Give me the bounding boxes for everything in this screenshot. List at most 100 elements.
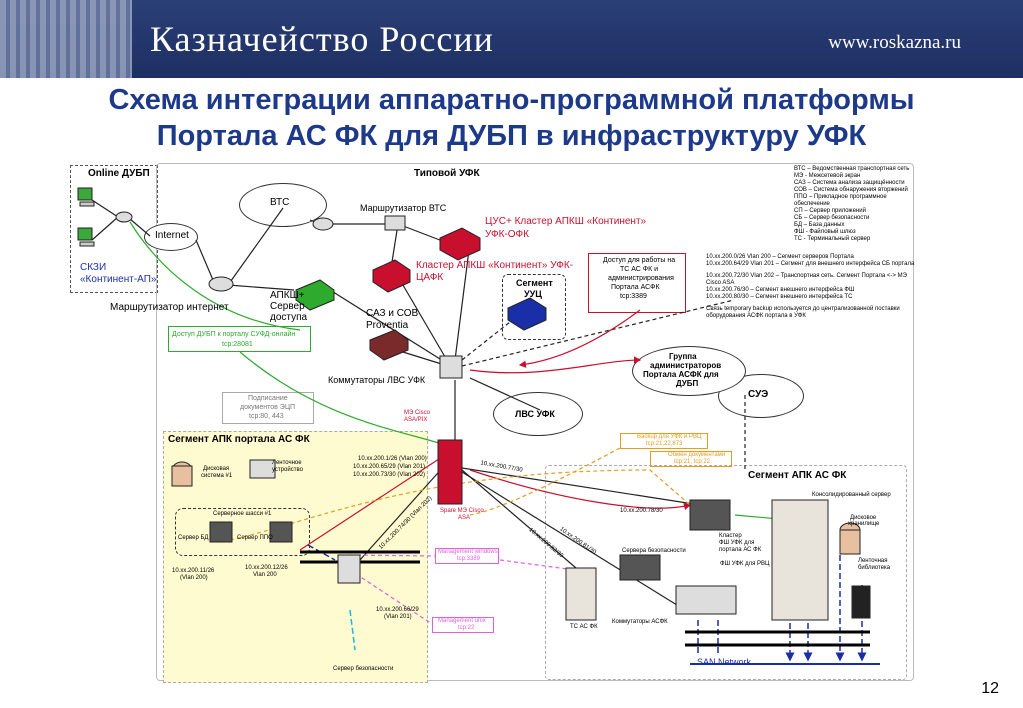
legend-line: ВТС – Ведомственная транспортная сеть (794, 166, 910, 172)
exchange-box (650, 451, 732, 467)
group-admin-cloud (632, 346, 746, 396)
vlan-12b: Vlan 200 (253, 572, 277, 578)
vlan-3: 10.xx.200.73/30 (Vlan 202) (353, 472, 426, 478)
vlan-66b: (Vlan 201) (384, 614, 412, 620)
server-ppo-label: Сервер ППО (237, 535, 273, 541)
note-line: 10.xx.200.80/30 – Сегмент внешнего интер… (706, 294, 853, 300)
title-line-2: Портала АС ФК для ДУБП в инфраструктуру … (156, 120, 867, 152)
chassis-label: Серверное шасси #1 (213, 511, 272, 517)
tape-1: Ленточное (272, 460, 302, 466)
disk-store-1: Дисковое (850, 515, 877, 521)
vlan-66a: 10.xx.200.66/29 (376, 607, 419, 613)
legend-line: СОВ – Система обнаружения вторжений (794, 187, 908, 193)
brand-title: Казначейство России (150, 19, 494, 59)
spare-2: ASA (458, 515, 471, 521)
legend-line: МЭ - Межсетевой экран (794, 173, 861, 179)
segment-portal-zone (163, 431, 428, 683)
access-ts-5: tcp:3389 (620, 293, 647, 300)
sign-2: документов ЭЦП (240, 404, 296, 411)
access-dubp-2: tcp:28081 (222, 341, 253, 348)
note-line: Связь temporary backup используется до ц… (706, 306, 900, 312)
exchange-1: Обмен документами (668, 452, 726, 458)
vlan-11b: (Vlan 200) (180, 575, 208, 581)
note-line: 10.xx.200.64/29 Vlan 201 – Сегмент для в… (706, 261, 915, 267)
cluster-label-2: ЦАФК (416, 272, 444, 283)
server-sec-label: Сервера безопасности (622, 548, 686, 554)
apksh-label-3: доступа (270, 312, 308, 323)
legend-line: обеспечение (794, 201, 830, 207)
segment-uuc-label-1: Сегмент (516, 278, 553, 288)
me-cisco-2: ASA/PIX (404, 417, 428, 423)
group-admin-1: Группа (669, 352, 697, 361)
sign-1: Подписание (248, 395, 288, 402)
me-cisco-1: МЭ Cisco (404, 410, 430, 416)
legend-line: СП – Сервер приложений (794, 208, 866, 214)
router-vts-label: Маршрутизатор ВТС (360, 203, 447, 213)
segment-asfk-zone (545, 465, 907, 680)
legend-line: ППО – Прикладное программное (794, 194, 887, 200)
access-ts-1: Доступ для работы на (603, 257, 676, 264)
vlan-12a: 10.xx.200.12/26 (245, 565, 288, 571)
sue-label: СУЭ (748, 389, 769, 400)
mgmt-unix-1: Management unix (438, 618, 486, 624)
legend-line: БД – База данных (794, 222, 845, 228)
header-photo (0, 0, 132, 78)
switches-asfk-label: Коммутаторы АСФК (612, 619, 668, 625)
segment-uuc-label-2: УУЦ (524, 289, 542, 299)
access-ts-3: администрирования (608, 275, 674, 282)
lvs-ufk-label: ЛВС УФК (515, 409, 555, 419)
cluster-label-1: Кластер АПКШ «Континент» УФК- (416, 260, 574, 271)
site-url[interactable]: www.roskazna.ru (828, 32, 961, 53)
saz-label-2: Proventia (366, 320, 409, 331)
cus-label-2: УФК-ОФК (485, 229, 529, 240)
tape-2: устройство (272, 467, 303, 473)
tape-lib-2: библиотека (858, 565, 891, 571)
header-bar: Казначейство России www.roskazna.ru (0, 0, 1023, 78)
kontinent-ap-label: «Континент-АП» (80, 274, 157, 285)
mgmt-win-box (435, 548, 499, 564)
server-chassis-zone (175, 508, 310, 556)
note-line: оборудования АСФК портала в УФК (706, 313, 806, 319)
switches-lvs-label: Коммутаторы ЛВС УФК (328, 375, 426, 385)
cus-label-1: ЦУС+ Кластер АПКШ «Континент» (485, 216, 647, 227)
server-sec-portal-label: Сервер безопасности (333, 666, 394, 672)
access-ts-2: ТС АС ФК и (620, 266, 659, 273)
online-dubp-label: Online ДУБП (88, 168, 150, 179)
group-admin-4: ДУБП (676, 379, 699, 388)
server-bd-label: Сервер БД (178, 535, 209, 541)
title-line-1: Схема интеграции аппаратно-программной п… (108, 84, 915, 116)
spare-1: Spare МЭ Cisco (440, 508, 484, 514)
mgmt-win-2: tcp:3389 (457, 556, 481, 562)
tipovoy-ufk-frame (156, 163, 914, 681)
san-label: SAN Network (697, 657, 752, 667)
legend-line: ТС - Терминальный сервер (794, 236, 871, 242)
tape-lib-1: Ленточная (858, 558, 888, 564)
exchange-2: tcp:21, tcp:22 (674, 459, 711, 465)
slide-title: Схема интеграции аппаратно-программной п… (0, 82, 1023, 154)
vlan-11a: 10.xx.200.11/26 (172, 568, 215, 574)
mgmt-unix-box (432, 617, 494, 633)
saz-label-1: САЗ и СОВ (366, 308, 419, 319)
vlan-1: 10.xx.200.1/26 (Vlan 200) (358, 456, 427, 462)
backup-1: Backup для УФК и РВЦ (637, 434, 702, 440)
access-ts-4: Портала АСФК (611, 284, 660, 291)
lvs-ufk-cloud (493, 392, 583, 436)
cluster-fsh-3: портала АС ФК (719, 547, 762, 553)
note-line: 10.xx.200.76/30 – Сегмент внешнего интер… (706, 287, 855, 293)
note-line: 10.xx.200.0/26 Vlan 200 – Сегмент сервер… (706, 254, 854, 260)
cluster-fsh-2: ФШ УФК для (719, 540, 755, 546)
access-dubp-box (168, 326, 311, 352)
disk-1: Дисковая (203, 466, 230, 472)
ts-asfk-label: ТС АС ФК (570, 624, 598, 630)
cluster-fsh-1: Кластер (719, 533, 742, 539)
vlan-2: 10.xx.200.65/29 (Vlan 201) (353, 464, 426, 470)
disk-2: система #1 (201, 473, 233, 479)
note-line: Cisco ASA (706, 280, 735, 286)
disk-store-2: хранилище (848, 521, 880, 527)
skzi-label: СКЗИ (80, 262, 107, 273)
vlan-78: 10.xx.200.78/30 (620, 508, 663, 514)
group-admin-3: Портала АСФК для (643, 370, 719, 379)
note-line: 10.xx.200.72/30 Vlan 202 – Транспортная … (706, 273, 907, 279)
sue-cloud (718, 374, 804, 418)
